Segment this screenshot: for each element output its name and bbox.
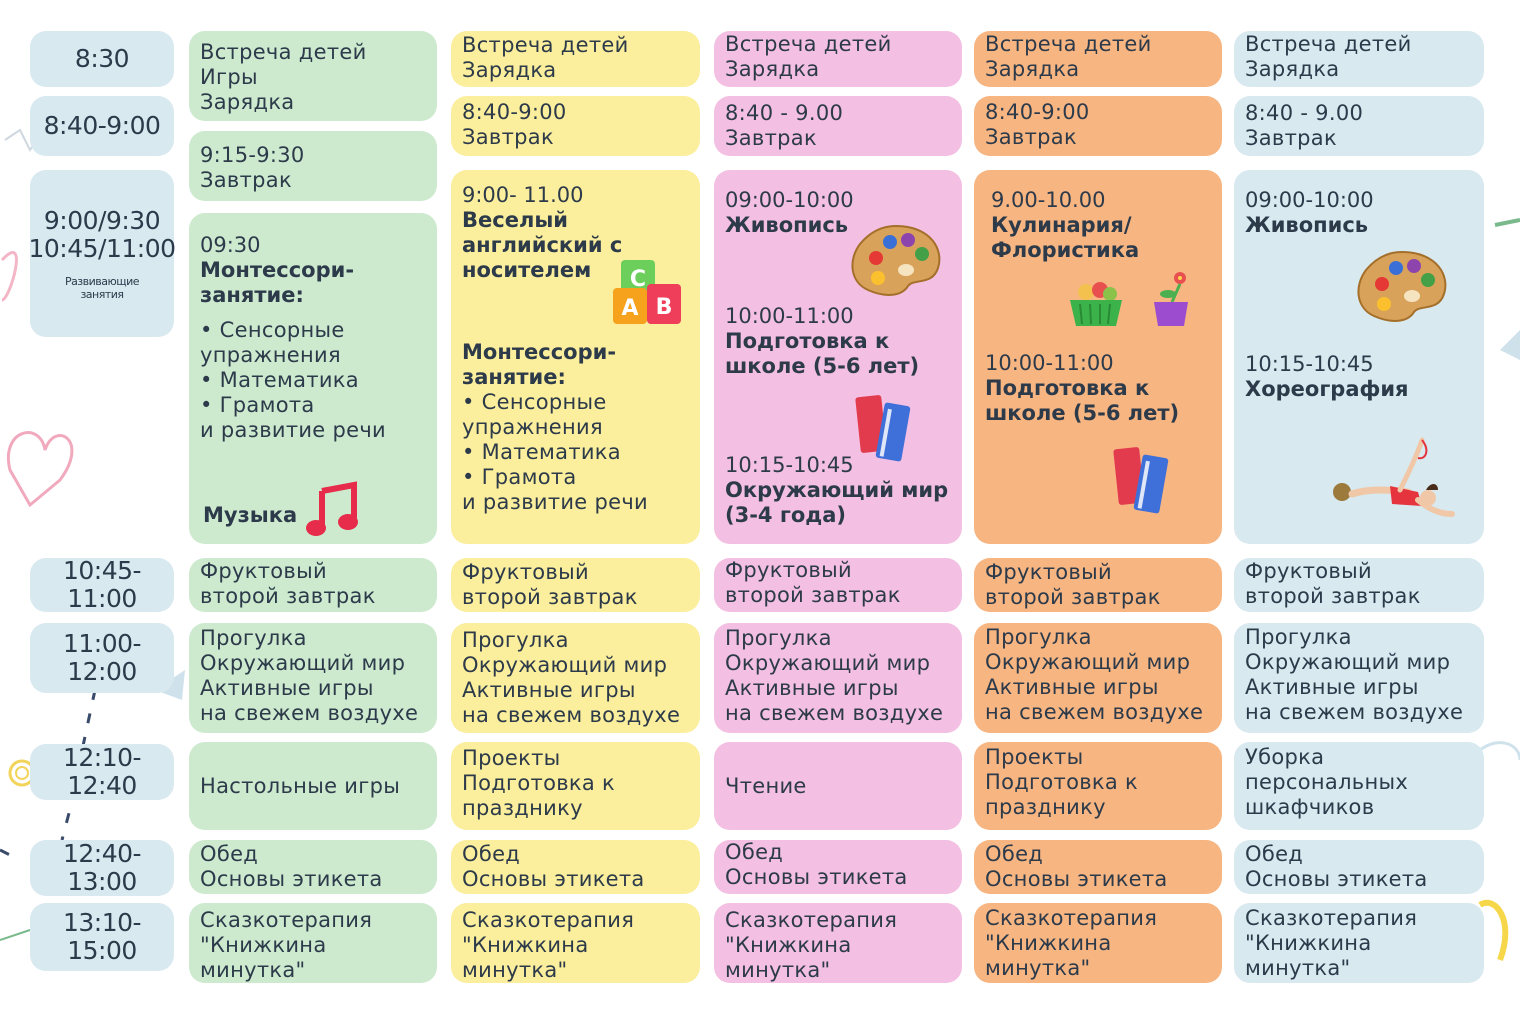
cell-meeting: Встреча детей Зарядка	[1234, 31, 1484, 87]
time-label: 8:30	[74, 44, 130, 73]
activity-title: Подготовка к школе (5-6 лет)	[985, 376, 1180, 425]
cell-activities: 09:00-10:00 Живопись 10:15-10:45 Хореогр…	[1234, 170, 1484, 544]
cell-walk: Прогулка Окружающий мир Активные игры на…	[1234, 623, 1484, 733]
svg-text:A: A	[621, 296, 638, 321]
cell-fruit: Фруктовый второй завтрак	[189, 558, 437, 612]
cell-meeting: Встреча детей Зарядка	[974, 31, 1222, 87]
music-note-icon	[306, 481, 358, 536]
cell-lunch: Обед Основы этикета	[974, 840, 1222, 894]
activity-list: • Сенсорные упражнения • Математика • Гр…	[462, 390, 648, 514]
time-label: 10:45-11:00	[62, 556, 142, 613]
cell-fruit: Фруктовый второй завтрак	[451, 558, 700, 612]
time-slot: 8:40-9:00	[30, 96, 174, 156]
flower-pot-icon	[1154, 272, 1188, 326]
activity-title: Окружающий мир (3-4 года)	[725, 478, 949, 527]
cell-lunch: Обед Основы этикета	[189, 840, 437, 894]
cell-meeting: Встреча детей Игры Зарядка	[189, 31, 437, 121]
activity-title: Хореография	[1245, 377, 1409, 401]
cell-walk: Прогулка Окружающий мир Активные игры на…	[714, 623, 962, 733]
cell-nap: Сказкотерапия "Книжкина минутка" Сон	[451, 903, 700, 983]
cell-nap: Сказкотерапия "Книжкина минутка" Сон	[189, 903, 437, 983]
cell-nap: Сказкотерапия "Книжкина минутка" Сон	[1234, 903, 1484, 983]
gymnast-icon	[1333, 437, 1455, 517]
cell-activities: 09:00-10:00 Живопись 10:00-11:00 Подгото…	[714, 170, 962, 544]
activity-time: 10:15-10:45	[725, 453, 854, 477]
activity-list: • Сенсорные упражнения • Математика • Гр…	[200, 318, 386, 442]
time-slot: 13:10-15:00	[30, 903, 174, 971]
cell-noon: Чтение	[714, 742, 962, 830]
abc-blocks-icon: C A B	[613, 260, 681, 324]
svg-text:B: B	[656, 295, 673, 320]
cell-breakfast: 9:15-9:30 Завтрак	[189, 131, 437, 201]
activity-time: 09:30	[200, 233, 261, 257]
activity-title: Кулинария/ Флористика	[991, 213, 1140, 262]
activity-time: 09:00-10:00	[725, 188, 854, 212]
activity-title: Монтессори- занятие:	[200, 258, 355, 307]
activity-time: 10:15-10:45	[1245, 352, 1374, 376]
cell-lunch: Обед Основы этикета	[714, 840, 962, 894]
cell-activities: 9.00-10.00 Кулинария/ Флористика 10:00-1…	[974, 170, 1222, 544]
activity-title: Музыка	[203, 503, 298, 527]
cell-meeting: Встреча детей Зарядка	[714, 31, 962, 87]
activity-time: 10:00-11:00	[725, 304, 854, 328]
time-slot: 12:40-13:00	[30, 840, 174, 896]
cell-walk: Прогулка Окружающий мир Активные игры на…	[189, 623, 437, 733]
cell-noon: Настольные игры	[189, 742, 437, 830]
time-sublabel: Развивающие занятия	[64, 274, 140, 301]
activity-time: 9.00-10.00	[991, 188, 1106, 212]
time-slot: 8:30	[30, 31, 174, 87]
time-slot: 9:00/9:30 10:45/11:00 Развивающие заняти…	[28, 170, 177, 337]
cell-activities: 9:00- 11.00 Веселый английский с носител…	[451, 170, 700, 544]
cell-noon: Проекты Подготовка к празднику	[974, 742, 1222, 830]
activity-title: Веселый английский с носителем	[462, 208, 623, 282]
cell-breakfast: 8:40 - 9.00 Завтрак	[714, 96, 962, 156]
palette-icon	[1357, 250, 1447, 322]
activity-title: Подготовка к школе (5-6 лет)	[725, 329, 920, 378]
books-icon	[1113, 447, 1169, 514]
activity-time: 9:00- 11.00	[462, 183, 584, 207]
cell-noon: Проекты Подготовка к празднику	[451, 742, 700, 830]
activity-title: Живопись	[1245, 213, 1369, 237]
time-slot: 10:45-11:00	[30, 556, 174, 613]
cell-breakfast: 8:40-9:00 Завтрак	[974, 96, 1222, 156]
time-label: 8:40-9:00	[43, 111, 161, 140]
activity-time: 10:00-11:00	[985, 351, 1114, 375]
cell-lunch: Обед Основы этикета	[1234, 840, 1484, 894]
cell-fruit: Фруктовый второй завтрак	[1234, 558, 1484, 612]
time-label: 12:10-12:40	[62, 743, 142, 800]
svg-text:C: C	[630, 267, 646, 292]
cell-breakfast: 8:40 - 9.00 Завтрак	[1234, 96, 1484, 156]
cell-nap: Сказкотерапия "Книжкина минутка" Сон	[714, 903, 962, 983]
palette-icon	[851, 224, 941, 296]
activity-title: Монтессори- занятие:	[462, 340, 617, 389]
books-icon	[855, 395, 911, 462]
cell-walk: Прогулка Окружающий мир Активные игры на…	[451, 623, 700, 733]
cell-activities: 09:30 Монтессори- занятие: • Сенсорные у…	[189, 213, 437, 544]
cell-fruit: Фруктовый второй завтрак	[714, 558, 962, 612]
cell-nap: Сказкотерапия "Книжкина минутка" Сон	[974, 903, 1222, 983]
cell-noon: Уборка персональных шкафчиков	[1234, 742, 1484, 830]
time-slot: 12:10-12:40	[30, 744, 174, 800]
cell-walk: Прогулка Окружающий мир Активные игры на…	[974, 623, 1222, 733]
cell-meeting: Встреча детей Зарядка	[451, 31, 700, 87]
activity-time: 09:00-10:00	[1245, 188, 1374, 212]
activity-title: Живопись	[725, 213, 849, 237]
time-label: 11:00-12:00	[62, 629, 142, 686]
cell-breakfast: 8:40-9:00 Завтрак	[451, 96, 700, 156]
cell-fruit: Фруктовый второй завтрак	[974, 558, 1222, 612]
time-label: 13:10-15:00	[62, 908, 142, 965]
cell-lunch: Обед Основы этикета	[451, 840, 700, 894]
basket-icon	[1070, 282, 1122, 326]
time-slot: 11:00-12:00	[30, 623, 174, 693]
time-label: 12:40-13:00	[62, 839, 142, 896]
time-label: 9:00/9:30 10:45/11:00	[28, 205, 177, 263]
